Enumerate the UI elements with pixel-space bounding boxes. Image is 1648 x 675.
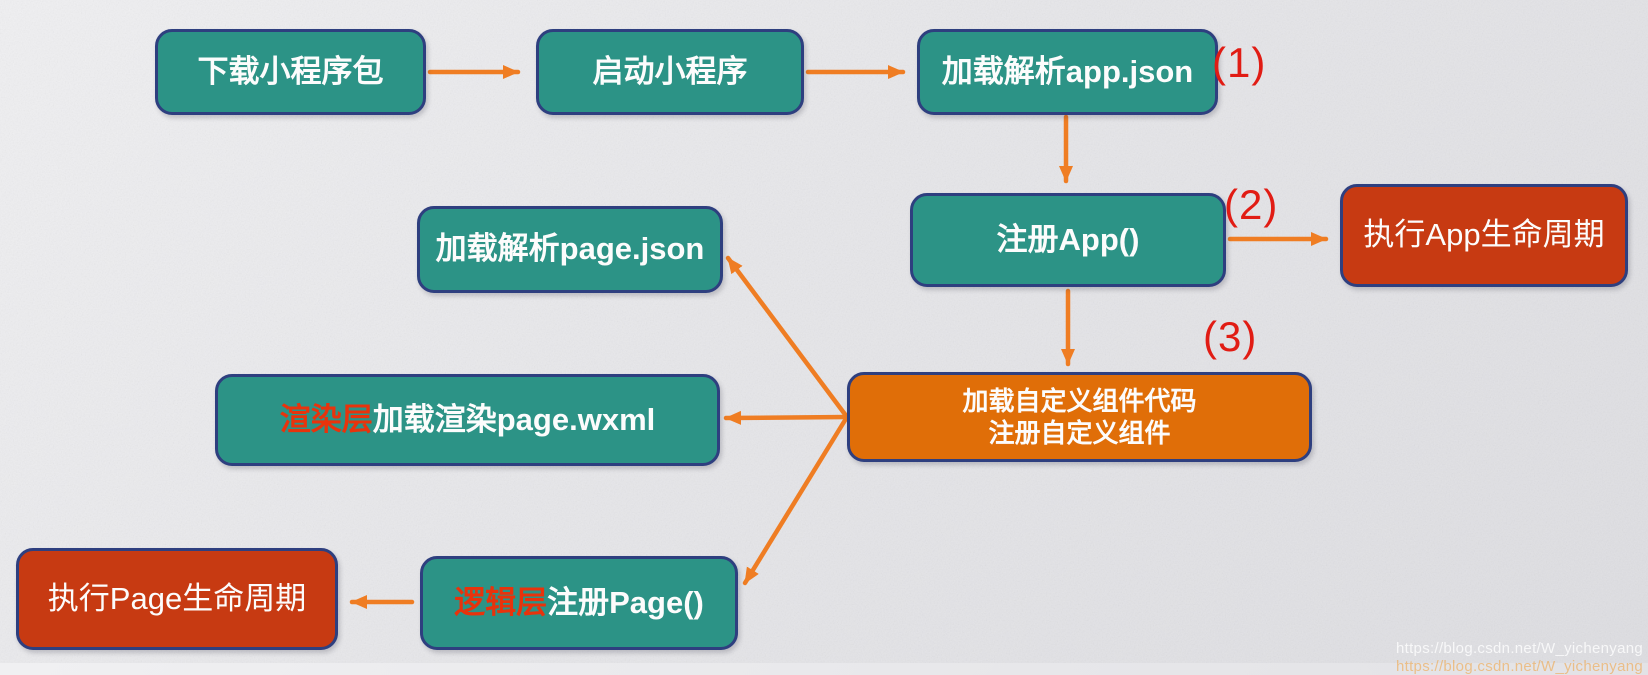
- node-label-composite: 逻辑层注册Page(): [454, 584, 704, 623]
- node-label: 加载解析app.json: [941, 53, 1194, 89]
- node-label: 注册App(): [996, 221, 1140, 257]
- node-label: 执行Page生命周期: [47, 580, 307, 616]
- node-load-page-json: 加载解析page.json: [417, 206, 723, 293]
- node-render-page-wxml: 渲染层加载渲染page.wxml: [215, 374, 720, 466]
- node-label: 执行App生命周期: [1363, 217, 1605, 253]
- node-label: 启动小程序: [592, 53, 748, 89]
- node-label: 注册Page(): [547, 584, 704, 620]
- step-label-1: (1): [1212, 39, 1267, 86]
- node-launch-miniprogram: 启动小程序: [536, 29, 804, 115]
- node-load-app-json: 加载解析app.json: [917, 29, 1218, 115]
- node-label-red-part: 逻辑层: [454, 584, 548, 620]
- node-load-custom-component: 加载自定义组件代码 注册自定义组件: [847, 372, 1312, 462]
- node-run-page-lifecycle: 执行Page生命周期: [16, 548, 338, 650]
- node-label: 加载渲染page.wxml: [372, 401, 656, 437]
- node-label-composite: 渲染层加载渲染page.wxml: [280, 401, 656, 440]
- node-label-line1: 加载自定义组件代码: [962, 385, 1197, 416]
- step-label-2: (2): [1224, 181, 1279, 228]
- node-run-app-lifecycle: 执行App生命周期: [1340, 184, 1628, 287]
- node-register-page: 逻辑层注册Page(): [420, 556, 738, 650]
- node-download-package: 下载小程序包: [155, 29, 426, 115]
- node-label: 下载小程序包: [197, 53, 384, 89]
- node-register-app: 注册App(): [910, 193, 1226, 287]
- node-label-red-part: 渲染层: [279, 401, 373, 437]
- step-label-3: (3): [1203, 313, 1258, 360]
- csdn-watermark-clipped: https://blog.csdn.net/W_yichenyang: [1395, 658, 1643, 675]
- arrow-component-to-pagejson: [725, 255, 850, 420]
- node-label: 加载解析page.json: [435, 231, 705, 267]
- arrow-component-to-registerpage: [742, 414, 850, 586]
- arrow-component-to-pagewxml: [723, 410, 850, 425]
- csdn-watermark: https://blog.csdn.net/W_yichenyang: [1395, 640, 1643, 657]
- node-label-line2: 注册自定义组件: [988, 418, 1171, 448]
